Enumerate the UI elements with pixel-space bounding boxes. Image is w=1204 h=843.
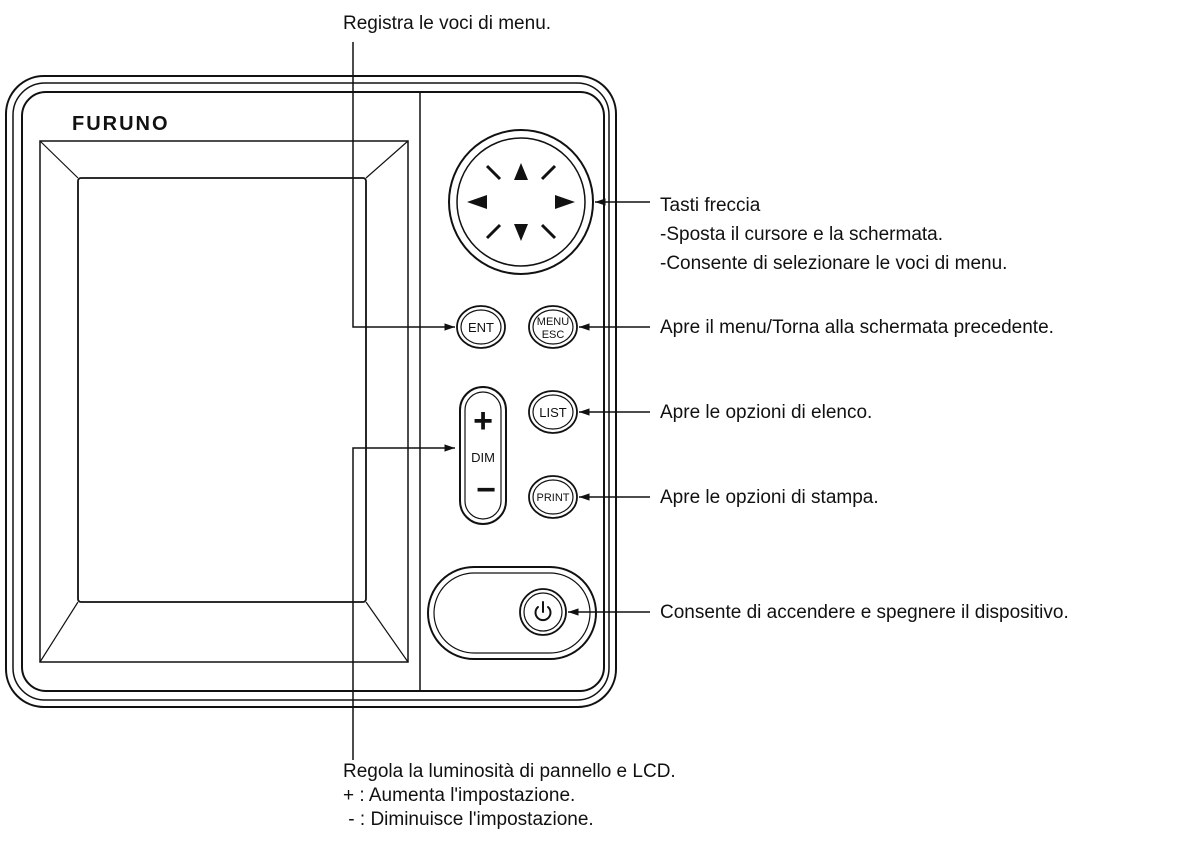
menu-key-label: MENU — [537, 316, 569, 328]
dim-minus-icon[interactable]: − — [476, 471, 496, 509]
callout-arrow-keys-line2: -Consente di selezionare le voci di menu… — [660, 253, 1008, 274]
power-icon — [534, 601, 552, 622]
callout-ent-text: Registra le voci di menu. — [343, 13, 552, 34]
lcd-bevel-tl — [39, 140, 79, 179]
device-outer-bezel — [5, 75, 617, 708]
lcd-bevel-br — [365, 601, 409, 663]
ent-key[interactable]: ENT — [456, 305, 506, 349]
callout-print: Apre le opzioni di stampa. — [660, 486, 879, 510]
lcd-bevel-tr — [365, 140, 409, 179]
power-key-area-inner — [433, 572, 591, 654]
list-key-label: LIST — [539, 405, 567, 420]
list-key[interactable]: LIST — [528, 390, 578, 434]
diagonal-ur-icon — [540, 164, 557, 181]
arrow-down-icon[interactable] — [514, 224, 528, 241]
callout-dim-line3: - : Diminuisce l'impostazione. — [343, 809, 594, 830]
lcd-screen — [77, 177, 367, 603]
leader-ent — [352, 42, 455, 331]
callout-arrow-keys: Tasti freccia -Sposta il cursore e la sc… — [660, 194, 1007, 276]
callout-menu: Apre il menu/Torna alla schermata preced… — [660, 316, 1054, 340]
lcd-frame — [39, 140, 409, 663]
callout-arrow-keys-line1: -Sposta il cursore e la schermata. — [660, 224, 944, 245]
ent-key-label: ENT — [468, 320, 494, 335]
device-front-panel — [21, 91, 605, 692]
callout-dim-line1: Regola la luminosità di pannello e LCD. — [343, 761, 676, 782]
esc-key-label: ESC — [542, 329, 565, 341]
callout-list-text: Apre le opzioni di elenco. — [660, 402, 873, 423]
arrow-left-icon[interactable] — [467, 195, 487, 209]
print-key-label: PRINT — [537, 492, 570, 504]
callout-dim-line2: + : Aumenta l'impostazione. — [343, 785, 576, 806]
leader-dim — [352, 444, 455, 760]
callout-power-text: Consente di accendere e spegnere il disp… — [660, 602, 1069, 623]
callout-list: Apre le opzioni di elenco. — [660, 401, 872, 425]
callout-dim: Regola la luminosità di pannello e LCD. … — [343, 760, 676, 832]
menu-esc-key[interactable]: MENU ESC — [528, 305, 578, 349]
diagonal-lr-icon — [540, 223, 557, 240]
brand-logo: FURUNO — [72, 113, 170, 135]
print-key[interactable]: PRINT — [528, 475, 578, 519]
arrow-pad[interactable] — [448, 129, 594, 275]
callout-print-text: Apre le opzioni di stampa. — [660, 487, 879, 508]
diagonal-ll-icon — [485, 223, 502, 240]
callout-ent: Registra le voci di menu. — [343, 12, 551, 36]
callout-power: Consente di accendere e spegnere il disp… — [660, 601, 1069, 625]
lcd-bevel-bl — [39, 601, 79, 663]
diagonal-ul-icon — [485, 164, 502, 181]
callout-arrow-keys-title: Tasti freccia — [660, 195, 761, 216]
dim-key-label: DIM — [471, 450, 495, 465]
dim-rocker[interactable]: + DIM − — [459, 386, 507, 525]
power-key-area — [427, 566, 597, 660]
device-bezel-inner-edge — [12, 82, 610, 701]
arrow-up-icon[interactable] — [514, 163, 528, 180]
callout-menu-text: Apre il menu/Torna alla schermata preced… — [660, 317, 1054, 338]
power-key[interactable] — [519, 588, 567, 636]
arrow-right-icon[interactable] — [555, 195, 575, 209]
dim-plus-icon[interactable]: + — [473, 402, 493, 440]
